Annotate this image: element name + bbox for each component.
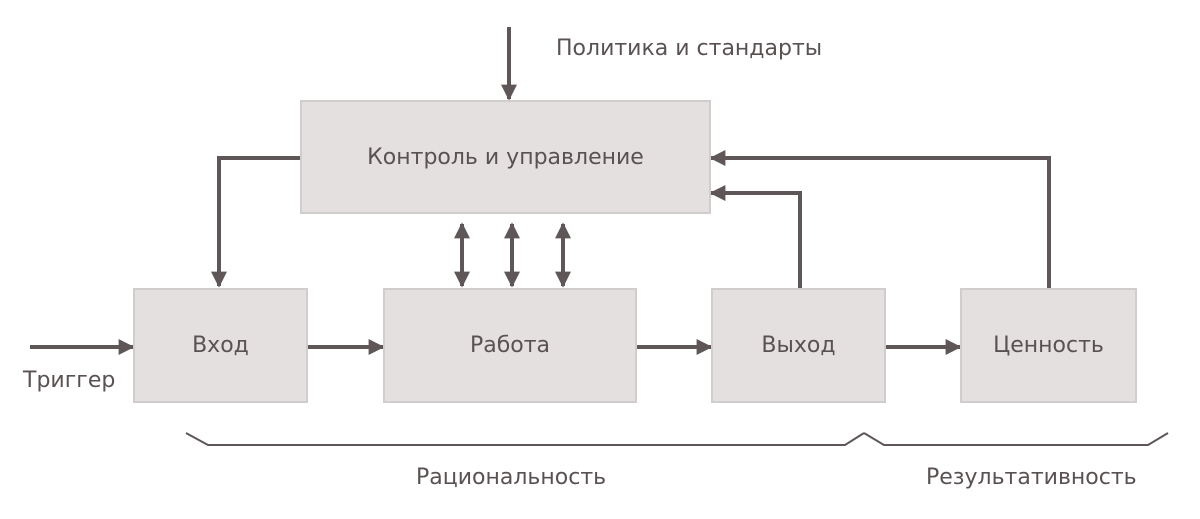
value-feedback-arrow	[709, 150, 1051, 288]
output-box-label: Выход	[761, 333, 836, 358]
input-box-label: Вход	[192, 333, 249, 358]
policy-label: Политика и стандарты	[556, 36, 823, 61]
trigger-label: Триггер	[23, 368, 116, 393]
control-to-input-arrow	[211, 156, 300, 288]
effectiveness-label: Результативность	[926, 465, 1137, 490]
input-box: Вход	[133, 288, 308, 403]
rationality-brace	[185, 432, 865, 446]
value-box-label: Ценность	[993, 333, 1104, 358]
value-box: Ценность	[960, 288, 1137, 403]
output-box: Выход	[711, 288, 886, 403]
rationality-label: Рациональность	[416, 465, 607, 490]
work-box-label: Работа	[469, 333, 551, 358]
control-box: Контроль и управление	[300, 100, 711, 214]
output-feedback-arrow	[709, 185, 802, 288]
effectiveness-brace	[863, 432, 1169, 446]
control-box-label: Контроль и управление	[367, 144, 644, 170]
work-box: Работа	[383, 288, 637, 403]
